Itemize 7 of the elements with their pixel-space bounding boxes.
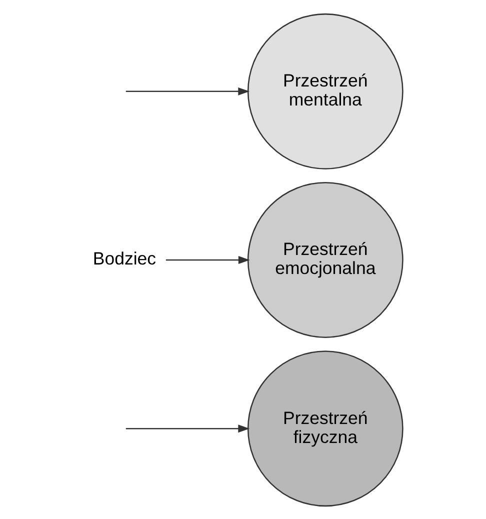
node-circle: Przestrzeń fizyczna	[247, 350, 404, 506]
node-text: Bodziec	[92, 248, 156, 268]
arrow	[126, 424, 250, 432]
arrow	[166, 256, 250, 264]
arrow	[126, 86, 250, 95]
node-circle: Przestrzeń emocjonalna	[247, 182, 404, 338]
node-circle: Przestrzeń mentalna	[247, 12, 404, 169]
